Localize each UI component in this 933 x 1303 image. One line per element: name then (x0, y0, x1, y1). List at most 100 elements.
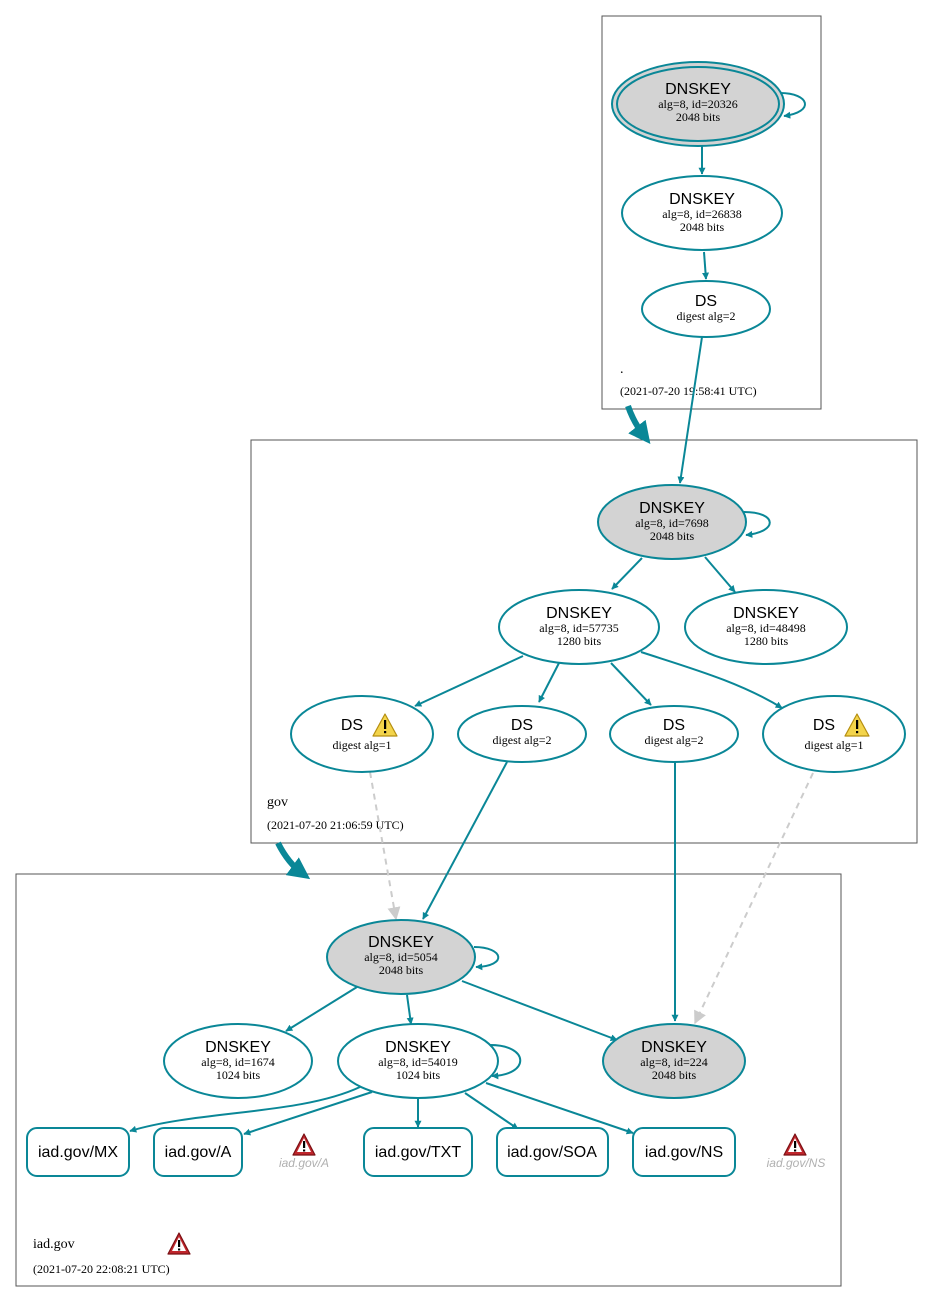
node-root-ksk-line2: 2048 bits (676, 110, 721, 124)
self-sign-gov-ksk (743, 511, 771, 538)
node-gov-ds4-line1: digest alg=1 (804, 738, 863, 752)
node-gov-ds2-line1: digest alg=2 (492, 733, 551, 747)
node-iad-ksk-title: DNSKEY (368, 934, 434, 951)
self-sign-root-ksk (779, 92, 806, 119)
error-node-a[interactable]: iad.gov/A (279, 1133, 329, 1170)
edge-gov-ds4-iad-224 (694, 772, 814, 1025)
rrset-ns-label: iad.gov/NS (645, 1144, 723, 1161)
node-gov-zsk2-line1: alg=8, id=48498 (726, 621, 806, 635)
zone-root-name: . (620, 362, 624, 377)
edge-root-ds-gov-ksk (677, 336, 703, 484)
node-gov-ds3-line1: digest alg=2 (644, 733, 703, 747)
edge-gov-ds2-iad-ksk (422, 761, 508, 920)
node-root-ksk-title: DNSKEY (665, 81, 731, 98)
rrset-a[interactable]: iad.gov/A (153, 1127, 243, 1177)
node-root-ds[interactable]: DS digest alg=2 (641, 280, 771, 338)
self-sign-iad-ksk (473, 946, 500, 971)
edge-iad-ksk-1674 (285, 986, 358, 1032)
edge-gov-ksk-zsk1 (611, 557, 643, 590)
node-gov-ds4-title: DS (813, 717, 835, 734)
rrset-a-label: iad.gov/A (165, 1144, 232, 1161)
zone-iad-box (15, 873, 842, 1287)
error-node-a-label: iad.gov/A (279, 1156, 329, 1170)
node-gov-ksk[interactable]: DNSKEY alg=8, id=7698 2048 bits (597, 484, 747, 560)
node-iad-ksk-line2: 2048 bits (379, 963, 424, 977)
error-node-ns[interactable]: iad.gov/NS (767, 1133, 826, 1170)
node-gov-ds2-title: DS (511, 717, 533, 734)
rrset-soa-label: iad.gov/SOA (507, 1144, 597, 1161)
node-iad-zsk-line2: 1024 bits (396, 1068, 441, 1082)
node-gov-ksk-line1: alg=8, id=7698 (635, 516, 709, 530)
zone-iad-timestamp: (2021-07-20 22:08:21 UTC) (33, 1262, 170, 1276)
self-sign-iad-zsk (489, 1044, 522, 1080)
error-icon (783, 1133, 807, 1156)
edge-gov-zsk1-ds2 (538, 662, 560, 703)
rrset-txt[interactable]: iad.gov/TXT (363, 1127, 473, 1177)
error-node-ns-label: iad.gov/NS (767, 1156, 826, 1170)
rrset-soa[interactable]: iad.gov/SOA (496, 1127, 609, 1177)
node-root-ksk-line1: alg=8, id=20326 (658, 97, 738, 111)
edge-iad-zsk-mx (129, 1086, 361, 1133)
delegation-gov-iad (275, 841, 311, 880)
node-gov-zsk2-line2: 1280 bits (744, 634, 789, 648)
zone-iad-name: iad.gov (33, 1237, 75, 1252)
rrset-mx[interactable]: iad.gov/MX (26, 1127, 130, 1177)
edge-gov-zsk1-ds1 (414, 655, 524, 707)
node-root-zsk-title: DNSKEY (669, 191, 735, 208)
delegation-root-gov (625, 405, 651, 444)
warning-icon (844, 713, 870, 737)
edge-gov-ds1-iad-ksk (369, 771, 401, 921)
edge-gov-zsk1-ds4 (640, 651, 783, 709)
node-iad-zsk[interactable]: DNSKEY alg=8, id=54019 1024 bits (337, 1023, 499, 1099)
node-gov-ds2[interactable]: DS digest alg=2 (457, 705, 587, 763)
node-gov-ds3[interactable]: DS digest alg=2 (609, 705, 739, 763)
rrset-ns[interactable]: iad.gov/NS (632, 1127, 736, 1177)
edge-iad-ksk-zsk (406, 994, 414, 1025)
edge-iad-ksk-224 (461, 980, 618, 1042)
edge-root-zsk-ds (702, 251, 710, 280)
node-gov-zsk2[interactable]: DNSKEY alg=8, id=48498 1280 bits (684, 589, 848, 665)
node-iad-zsk-title: DNSKEY (385, 1039, 451, 1056)
node-root-ds-title: DS (695, 293, 717, 310)
edge-gov-ksk-zsk2 (704, 556, 736, 593)
node-iad-ksk-line1: alg=8, id=5054 (364, 950, 438, 964)
node-gov-ds4[interactable]: DS digest alg=1 (762, 695, 906, 773)
node-iad-ksk[interactable]: DNSKEY alg=8, id=5054 2048 bits (326, 919, 476, 995)
rrset-mx-label: iad.gov/MX (38, 1144, 118, 1161)
node-gov-zsk2-title: DNSKEY (733, 605, 799, 622)
edge-iad-zsk-ns (485, 1082, 634, 1135)
rrset-txt-label: iad.gov/TXT (375, 1144, 461, 1161)
node-gov-zsk1-line1: alg=8, id=57735 (539, 621, 619, 635)
node-root-zsk-line2: 2048 bits (680, 220, 725, 234)
node-root-zsk[interactable]: DNSKEY alg=8, id=26838 2048 bits (621, 175, 783, 251)
node-gov-zsk1-title: DNSKEY (546, 605, 612, 622)
node-iad-1674-line2: 1024 bits (216, 1068, 261, 1082)
warning-icon (372, 713, 398, 737)
node-iad-224-line2: 2048 bits (652, 1068, 697, 1082)
node-gov-zsk1[interactable]: DNSKEY alg=8, id=57735 1280 bits (498, 589, 660, 665)
node-iad-1674-line1: alg=8, id=1674 (201, 1055, 275, 1069)
node-iad-zsk-line1: alg=8, id=54019 (378, 1055, 458, 1069)
node-gov-ds1-title: DS (341, 717, 363, 734)
node-root-ds-line1: digest alg=2 (676, 309, 735, 323)
node-iad-224[interactable]: DNSKEY alg=8, id=224 2048 bits (602, 1023, 746, 1099)
node-root-zsk-line1: alg=8, id=26838 (662, 207, 742, 221)
node-iad-1674-title: DNSKEY (205, 1039, 271, 1056)
zone-root-timestamp: (2021-07-20 19:58:41 UTC) (620, 384, 757, 398)
zone-gov-name: gov (267, 795, 288, 810)
node-gov-ksk-title: DNSKEY (639, 500, 705, 517)
node-iad-1674[interactable]: DNSKEY alg=8, id=1674 1024 bits (163, 1023, 313, 1099)
zone-root-box (601, 15, 822, 410)
node-iad-224-title: DNSKEY (641, 1039, 707, 1056)
zone-iad-error-icon (167, 1232, 191, 1255)
node-gov-ds3-title: DS (663, 717, 685, 734)
node-root-ksk[interactable]: DNSKEY alg=8, id=20326 2048 bits (611, 61, 785, 147)
zone-gov-box (250, 439, 918, 844)
node-iad-224-line1: alg=8, id=224 (640, 1055, 708, 1069)
zone-gov-timestamp: (2021-07-20 21:06:59 UTC) (267, 818, 404, 832)
edge-iad-zsk-soa (464, 1092, 519, 1130)
node-gov-ds1[interactable]: DS digest alg=1 (290, 695, 434, 773)
node-gov-ksk-line2: 2048 bits (650, 529, 695, 543)
error-icon (292, 1133, 316, 1156)
